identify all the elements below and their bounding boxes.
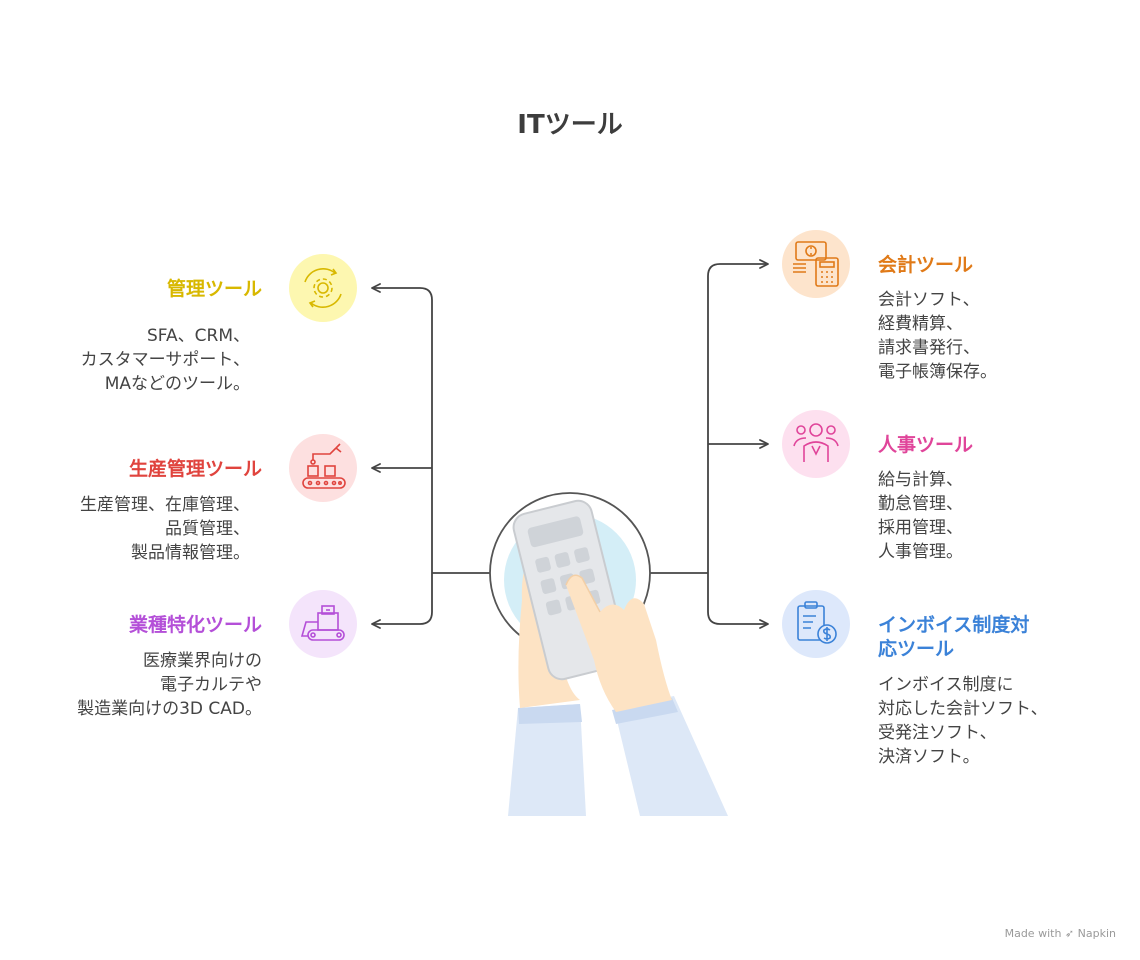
production-line: 品質管理、 — [165, 519, 250, 539]
industry-description: 医療業界向けの 電子カルテや 製造業向けの3D CAD。 — [77, 649, 262, 721]
invoice-line: インボイス制度に — [878, 675, 1014, 695]
right-connectors — [650, 259, 769, 629]
invoice-line: 決済ソフト。 — [878, 747, 980, 767]
made-with-footer[interactable]: Made with ➶ Napkin — [1005, 927, 1116, 940]
industry-line: 製造業向けの3D CAD。 — [77, 699, 262, 719]
production-description: 生産管理、在庫管理、 品質管理、 製品情報管理。 — [80, 493, 250, 565]
production-line: 製品情報管理。 — [131, 543, 250, 563]
invoice-line: 受発注ソフト、 — [878, 723, 997, 743]
hr-heading: 人事ツール — [878, 434, 974, 456]
management-line: カスタマーサポート、 — [80, 350, 250, 370]
production-line: 生産管理、在庫管理、 — [80, 495, 250, 515]
accounting-line: 経費精算、 — [878, 314, 963, 334]
invoice-dollar-icon — [797, 601, 837, 644]
invoice-description: インボイス制度に 対応した会計ソフト、 受発注ソフト、 決済ソフト。 — [878, 673, 1048, 769]
left-connectors — [371, 283, 490, 629]
production-icon-circle — [289, 434, 357, 502]
hr-line: 勤怠管理、 — [878, 494, 963, 514]
bulldozer-icon — [300, 605, 345, 641]
napkin-logo-icon: ➶ — [1064, 927, 1075, 940]
hr-line: 採用管理、 — [878, 518, 963, 538]
hr-line: 給与計算、 — [878, 470, 963, 490]
hr-line: 人事管理。 — [878, 542, 963, 562]
hr-description: 給与計算、 勤怠管理、 採用管理、 人事管理。 — [878, 468, 963, 564]
management-icon-circle — [289, 254, 357, 322]
management-description: SFA、CRM、 カスタマーサポート、 MAなどのツール。 — [81, 324, 250, 396]
footer-prefix: Made with — [1004, 927, 1062, 940]
page-title: ITツール — [517, 110, 623, 140]
accounting-line: 電子帳簿保存。 — [878, 362, 997, 382]
invoice-line: 対応した会計ソフト、 — [878, 699, 1048, 719]
invoice-heading-line: 応ツール — [878, 638, 955, 660]
hr-icon-circle — [782, 410, 850, 478]
accounting-line: 会計ソフト、 — [878, 290, 980, 310]
industry-icon-circle — [289, 590, 357, 658]
industry-line: 電子カルテや — [160, 675, 262, 695]
people-group-icon — [793, 423, 839, 462]
industry-line: 医療業界向けの — [143, 651, 262, 671]
accounting-heading: 会計ツール — [878, 254, 974, 276]
accounting-line: 請求書発行、 — [878, 338, 980, 358]
hand-calculator-illustration — [489, 492, 728, 816]
conveyor-robot-arm-icon — [302, 443, 346, 489]
industry-heading: 業種特化ツール — [128, 614, 262, 636]
invoice-heading: インボイス制度対 応ツール — [878, 613, 1029, 661]
footer-brand: Napkin — [1077, 927, 1116, 940]
accounting-icon-circle — [782, 230, 850, 298]
management-line: MAなどのツール。 — [104, 374, 250, 394]
invoice-icon-circle — [782, 590, 850, 658]
invoice-heading-line: インボイス制度対 — [878, 614, 1030, 636]
money-calculator-icon — [793, 241, 839, 287]
accounting-description: 会計ソフト、 経費精算、 請求書発行、 電子帳簿保存。 — [878, 288, 997, 384]
management-line: SFA、CRM、 — [147, 326, 250, 346]
management-heading: 管理ツール — [166, 278, 262, 300]
production-heading: 生産管理ツール — [128, 458, 262, 480]
gear-cycle-icon — [304, 268, 342, 308]
